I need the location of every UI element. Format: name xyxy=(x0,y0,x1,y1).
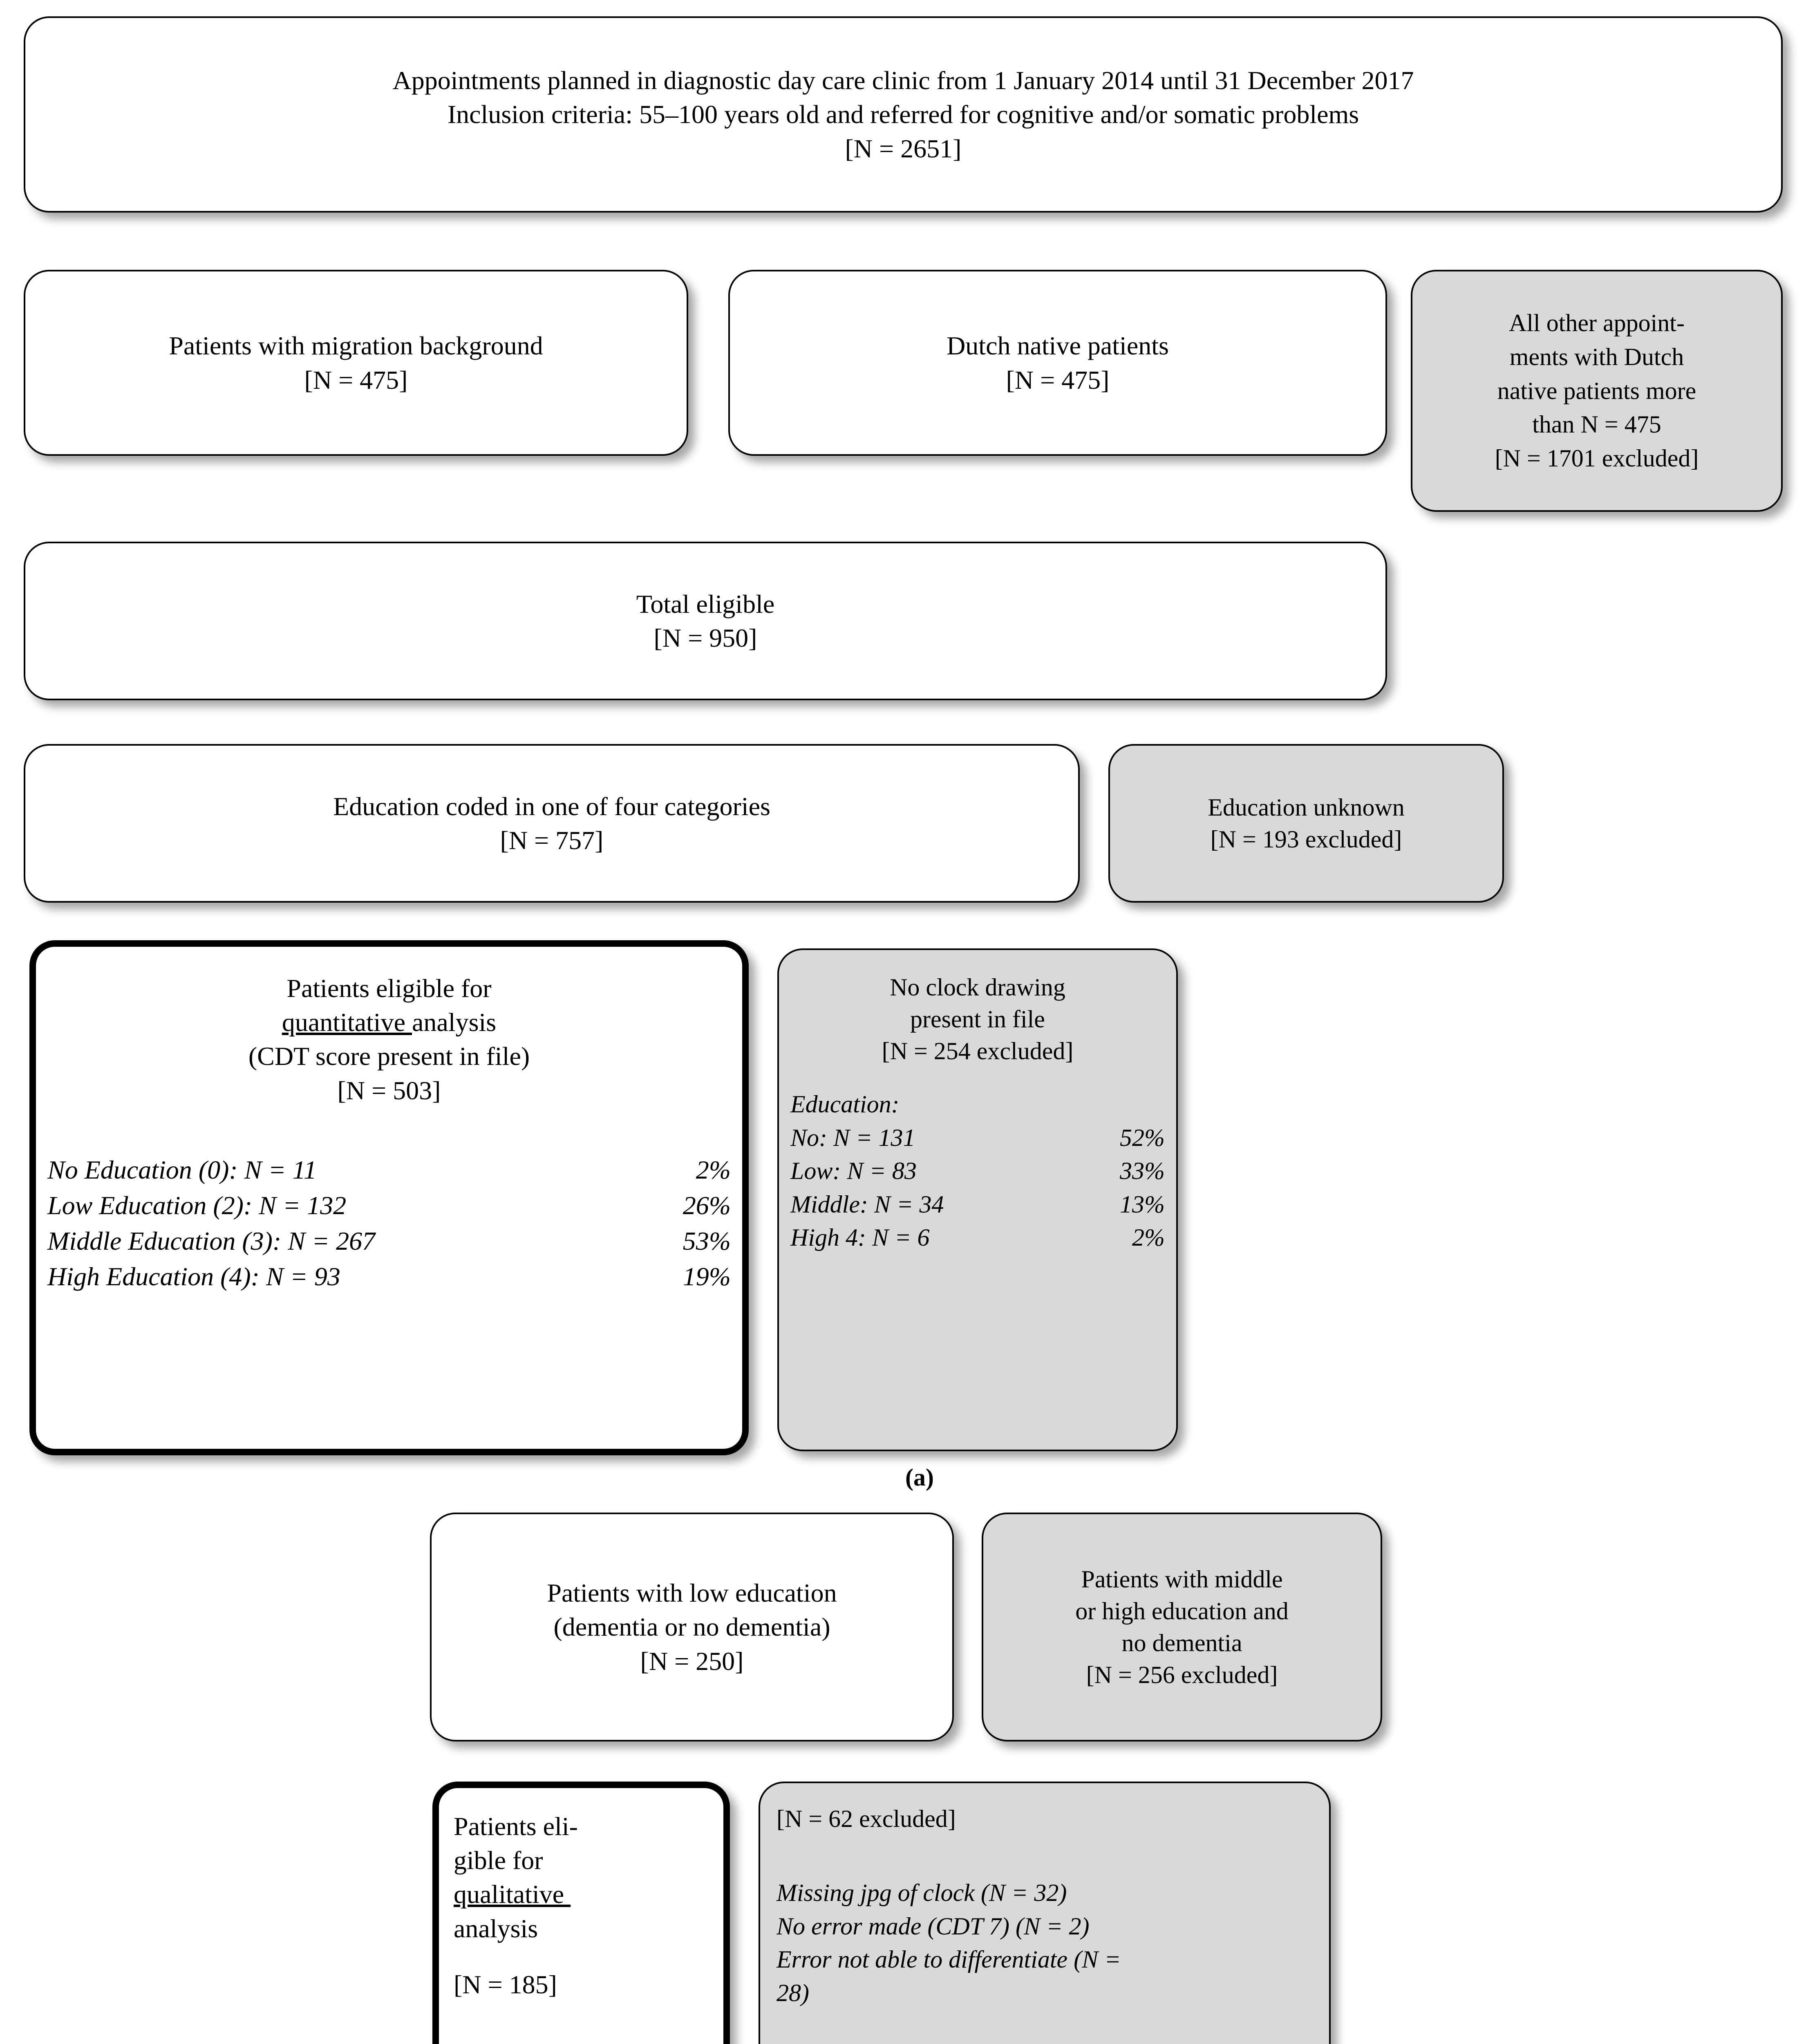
excl-other-line-1: All other appoint- xyxy=(1509,309,1685,336)
excl-midhi-line-2: or high education and xyxy=(1075,1598,1289,1625)
education-coded-label: Education coded in one of four categorie… xyxy=(333,791,770,821)
dutch-label: Dutch native patients xyxy=(947,331,1169,361)
no-clock-education-list: Education: No: N = 131 52% Low: N = 83 3… xyxy=(790,1088,1165,1255)
list-item: Missing jpg of clock (N = 32) xyxy=(777,1879,1067,1906)
excluded-qualitative-box: [N = 62 excluded] Missing jpg of clock (… xyxy=(759,1782,1331,2044)
migration-count: [N = 475] xyxy=(304,365,408,394)
appointments-count: [N = 2651] xyxy=(845,134,962,163)
quant-edu-pct-3: 19% xyxy=(683,1262,731,1291)
quant-edu-pct-1: 26% xyxy=(683,1190,731,1220)
qualitative-count: [N = 185] xyxy=(454,1970,557,1999)
excl-midhi-line-3: no dementia xyxy=(1121,1629,1242,1656)
total-eligible-label: Total eligible xyxy=(636,589,775,619)
list-item: 28) xyxy=(777,1979,809,2006)
quant-edu-label-1: Low Education (2): N = 132 xyxy=(47,1190,347,1220)
quantitative-underlined-word: quantitative xyxy=(282,1008,412,1037)
excluded-qualitative-reasons: Missing jpg of clock (N = 32) No error m… xyxy=(777,1876,1313,2010)
excl-other-line-2: ments with Dutch xyxy=(1509,343,1684,370)
quant-edu-label-3: High Education (4): N = 93 xyxy=(47,1262,340,1291)
excl-62-count: [N = 62 excluded] xyxy=(777,1805,956,1832)
list-item: Middle Education (3): N = 267 53% xyxy=(47,1223,731,1259)
quant-edu-label-2: Middle Education (3): N = 267 xyxy=(47,1226,376,1255)
quantitative-education-list: No Education (0): N = 11 2% Low Educatio… xyxy=(47,1152,731,1294)
education-coded-count: [N = 757] xyxy=(500,826,604,855)
education-coded-box: Education coded in one of four categorie… xyxy=(24,744,1080,903)
dutch-native-box: Dutch native patients [N = 475] xyxy=(728,270,1387,456)
no-clock-drawing-box: No clock drawing present in file [N = 25… xyxy=(777,948,1178,1451)
appointments-line-1: Appointments planned in diagnostic day c… xyxy=(392,66,1414,95)
quant-edu-label-0: No Education (0): N = 11 xyxy=(47,1155,317,1184)
quantitative-line-2: quantitative analysis xyxy=(282,1005,496,1039)
no-clock-line-2: present in file xyxy=(910,1006,1045,1033)
appointments-planned-box: Appointments planned in diagnostic day c… xyxy=(24,16,1783,213)
low-education-line-1: Patients with low education xyxy=(547,1578,837,1608)
list-item: No: N = 131 52% xyxy=(790,1121,1165,1155)
list-item: No Education (0): N = 11 2% xyxy=(47,1152,731,1188)
low-education-count: [N = 250] xyxy=(640,1646,744,1676)
quant-edu-pct-2: 53% xyxy=(683,1226,731,1255)
dutch-count: [N = 475] xyxy=(1006,365,1110,394)
excluded-other-appointments-box: All other appoint- ments with Dutch nati… xyxy=(1411,270,1783,512)
low-education-line-2: (dementia or no dementia) xyxy=(553,1612,830,1642)
education-unknown-box: Education unknown [N = 193 excluded] xyxy=(1108,744,1504,903)
noclock-edu-pct-2: 13% xyxy=(1120,1190,1165,1218)
quantitative-analysis-box: Patients eligible for quantitative analy… xyxy=(29,940,749,1455)
panel-a-label: (a) xyxy=(905,1464,934,1491)
list-item: Low: N = 83 33% xyxy=(790,1154,1165,1188)
education-unknown-count: [N = 193 excluded] xyxy=(1210,826,1402,853)
qualitative-line-1: Patients eli- xyxy=(454,1812,578,1841)
excl-other-line-3: native patients more xyxy=(1497,377,1696,404)
noclock-edu-pct-0: 52% xyxy=(1120,1124,1165,1151)
migration-background-box: Patients with migration background [N = … xyxy=(24,270,688,456)
qualitative-analysis-box: Patients eli- gible for qualitative anal… xyxy=(432,1782,730,2044)
education-unknown-label: Education unknown xyxy=(1208,794,1405,821)
low-education-box: Patients with low education (dementia or… xyxy=(430,1513,954,1741)
migration-label: Patients with migration background xyxy=(169,331,543,361)
no-clock-line-1: No clock drawing xyxy=(890,974,1065,1001)
quant-edu-pct-0: 2% xyxy=(696,1155,731,1184)
excl-other-line-4: than N = 475 xyxy=(1532,411,1661,438)
quantitative-line-2-rest: analysis xyxy=(412,1008,497,1037)
quantitative-line-3: (CDT score present in file) xyxy=(248,1042,530,1071)
noclock-edu-label-0: No: N = 131 xyxy=(790,1124,915,1151)
total-eligible-count: [N = 950] xyxy=(653,623,757,652)
excl-other-count: [N = 1701 excluded] xyxy=(1495,445,1699,472)
excl-midhi-line-1: Patients with middle xyxy=(1081,1566,1283,1593)
qualitative-underlined-word: qualitative xyxy=(454,1880,571,1909)
list-item: High 4: N = 6 2% xyxy=(790,1221,1165,1255)
noclock-edu-pct-1: 33% xyxy=(1120,1157,1165,1185)
list-item: Error not able to differentiate (N = xyxy=(777,1946,1121,1973)
qualitative-line-4: analysis xyxy=(454,1914,538,1943)
excluded-middle-high-box: Patients with middle or high education a… xyxy=(982,1513,1382,1741)
noclock-edu-label-3: High 4: N = 6 xyxy=(790,1224,930,1251)
quantitative-count: [N = 503] xyxy=(337,1076,441,1105)
noclock-edu-label-2: Middle: N = 34 xyxy=(790,1190,944,1218)
noclock-edu-pct-3: 2% xyxy=(1132,1224,1165,1251)
no-clock-detail-header: Education: xyxy=(790,1091,900,1118)
list-item: Middle: N = 34 13% xyxy=(790,1188,1165,1221)
list-item: High Education (4): N = 93 19% xyxy=(47,1259,731,1294)
quantitative-line-1: Patients eligible for xyxy=(286,974,492,1003)
no-clock-count: [N = 254 excluded] xyxy=(882,1038,1074,1065)
noclock-edu-label-1: Low: N = 83 xyxy=(790,1157,917,1185)
total-eligible-box: Total eligible [N = 950] xyxy=(24,542,1387,700)
list-item: Low Education (2): N = 132 26% xyxy=(47,1188,731,1223)
list-item: No error made (CDT 7) (N = 2) xyxy=(777,1912,1090,1940)
excl-midhi-count: [N = 256 excluded] xyxy=(1086,1661,1278,1688)
appointments-line-2: Inclusion criteria: 55–100 years old and… xyxy=(447,100,1359,129)
qualitative-line-2: gible for xyxy=(454,1846,543,1875)
